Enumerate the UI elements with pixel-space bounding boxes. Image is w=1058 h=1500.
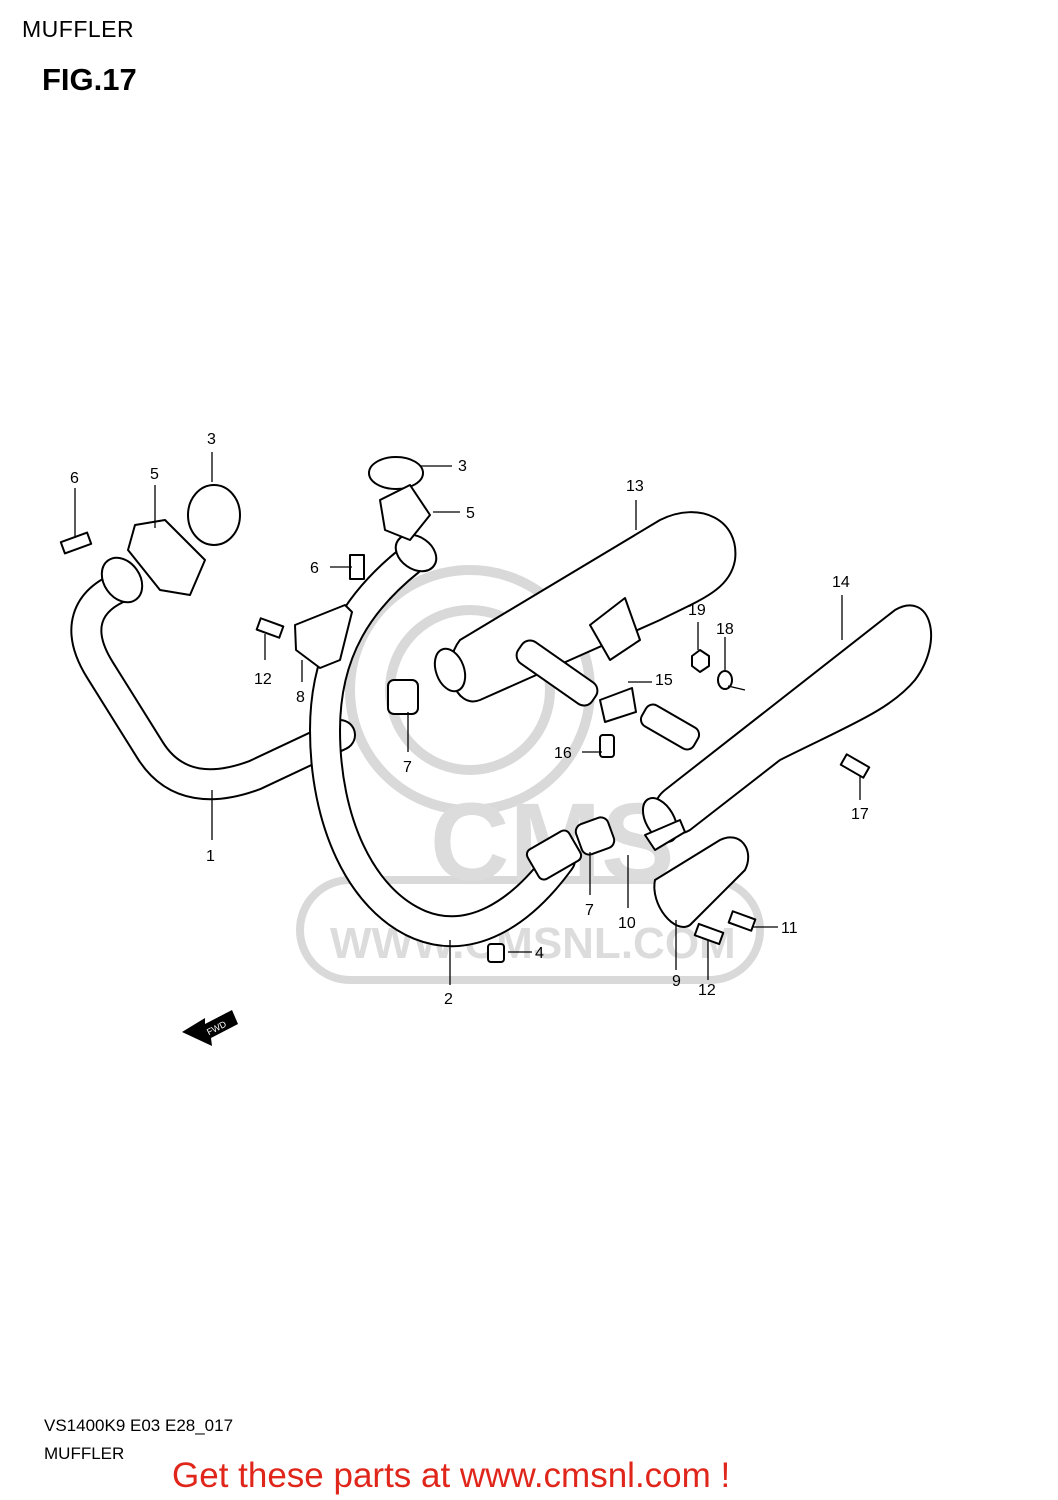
bolt-4 xyxy=(487,943,505,963)
callout-3-right: 3 xyxy=(458,458,467,475)
exhaust-pipe-front xyxy=(70,556,356,801)
bolt-11 xyxy=(727,910,757,932)
figure-label: FIG.17 xyxy=(42,62,137,97)
callout-2: 2 xyxy=(444,991,453,1008)
bolt-6-right xyxy=(349,554,365,580)
callout-14: 14 xyxy=(832,574,850,591)
callout-13: 13 xyxy=(626,478,644,495)
forward-direction-arrow: FWD xyxy=(182,1010,238,1046)
bolt-12-upper xyxy=(255,617,285,639)
callout-1: 1 xyxy=(206,848,215,865)
bolt-6-left xyxy=(59,531,93,555)
callout-6-right: 6 xyxy=(310,560,319,577)
promo-link[interactable]: Get these parts at www.cmsnl.com ! xyxy=(172,1456,731,1495)
callout-12-lower: 12 xyxy=(698,982,716,999)
muffler-lower xyxy=(639,604,932,843)
callout-5-right: 5 xyxy=(466,505,475,522)
gasket-3-left xyxy=(187,484,241,546)
joint-7-lower xyxy=(574,816,616,856)
muffler-upper xyxy=(433,511,737,707)
joint-7-upper xyxy=(387,679,419,715)
callout-18: 18 xyxy=(716,621,734,638)
bolt-17 xyxy=(839,753,871,779)
bolt-12-lower xyxy=(693,922,725,946)
model-code: VS1400K9 E03 E28_017 xyxy=(44,1416,234,1435)
bracket-10 xyxy=(644,819,686,851)
nut-19 xyxy=(691,649,710,673)
exhaust-pipe-rear xyxy=(309,533,583,948)
callout-9: 9 xyxy=(672,973,681,990)
callout-7-upper: 7 xyxy=(403,759,412,776)
section-title: MUFFLER xyxy=(22,16,135,42)
callout-16: 16 xyxy=(554,745,572,762)
callout-7-lower: 7 xyxy=(585,902,594,919)
callout-6-left: 6 xyxy=(70,470,79,487)
callout-3-left: 3 xyxy=(207,431,216,448)
callouts: 3 3 5 5 6 6 1 2 4 7 7 8 9 10 11 12 12 13… xyxy=(70,431,869,1008)
washer-18 xyxy=(717,670,733,690)
callout-12-upper: 12 xyxy=(254,671,272,688)
callout-11: 11 xyxy=(781,920,798,937)
flange-5-right xyxy=(379,484,431,541)
callout-19: 19 xyxy=(688,602,706,619)
callout-15: 15 xyxy=(655,672,673,689)
callout-17: 17 xyxy=(851,806,869,823)
clamp-8 xyxy=(294,604,353,669)
callout-10: 10 xyxy=(618,915,636,932)
clamp-15 xyxy=(599,687,637,723)
flange-5-left xyxy=(127,519,206,596)
callout-8: 8 xyxy=(296,689,305,706)
callout-5-left: 5 xyxy=(150,466,159,483)
footer-section-name: MUFFLER xyxy=(44,1444,125,1463)
gasket-3-right xyxy=(368,456,424,490)
heat-shield-9 xyxy=(653,836,750,928)
callout-4: 4 xyxy=(535,945,544,962)
leader-lines xyxy=(74,452,861,985)
bolt-16 xyxy=(599,734,615,758)
